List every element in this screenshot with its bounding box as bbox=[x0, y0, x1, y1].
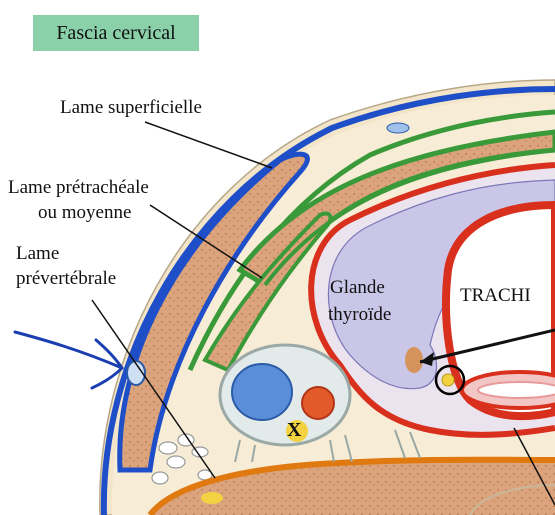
label-x-mark: X bbox=[287, 419, 302, 441]
trachea bbox=[442, 200, 555, 421]
label-prevertebrale: prévertébrale bbox=[16, 268, 117, 289]
leader-superficielle bbox=[144, 121, 273, 169]
fat-lobules bbox=[151, 433, 213, 485]
parathyroid-gland bbox=[405, 347, 423, 373]
label-lame-pretracheale: Lame prétrachéale bbox=[8, 177, 149, 198]
label-thyroide: thyroïde bbox=[328, 304, 392, 325]
label-trachee: TRACHI bbox=[460, 285, 531, 306]
label-lame-superficielle: Lame superficielle bbox=[60, 97, 202, 118]
leader-visceral bbox=[513, 427, 555, 506]
connective-fibers bbox=[234, 429, 421, 463]
anterior-jugular-vein bbox=[386, 122, 410, 134]
recurrent-nerve-dot bbox=[441, 373, 455, 387]
internal-jugular-vein bbox=[231, 363, 293, 421]
external-jugular-vein bbox=[126, 360, 146, 386]
annotation-circle bbox=[434, 364, 466, 396]
label-glande: Glande bbox=[330, 277, 385, 298]
sternocleidomastoid-muscle bbox=[117, 151, 310, 473]
leader-trachea bbox=[419, 328, 555, 364]
common-carotid-artery bbox=[301, 386, 335, 420]
leader-prevertebrale bbox=[91, 299, 216, 479]
leader-pretracheale bbox=[149, 204, 263, 279]
handwritten-arrow bbox=[13, 330, 124, 390]
esophagus-lumen bbox=[477, 381, 555, 399]
sympathetic-trunk bbox=[201, 492, 223, 504]
slide-title: Fascia cervical bbox=[56, 21, 176, 44]
pretracheal-lamina bbox=[187, 109, 555, 372]
title-badge: Fascia cervical bbox=[33, 15, 199, 51]
prevertebral-lamina bbox=[147, 456, 555, 515]
strap-muscle-lower bbox=[202, 211, 333, 373]
label-lame: Lame bbox=[16, 243, 60, 264]
pretracheal-lamina-inner bbox=[263, 148, 555, 287]
leader-arrowhead bbox=[420, 352, 434, 366]
prevertebral-muscles bbox=[150, 461, 555, 515]
label-ou-moyenne: ou moyenne bbox=[38, 202, 132, 223]
x-mark-bg bbox=[286, 420, 308, 442]
